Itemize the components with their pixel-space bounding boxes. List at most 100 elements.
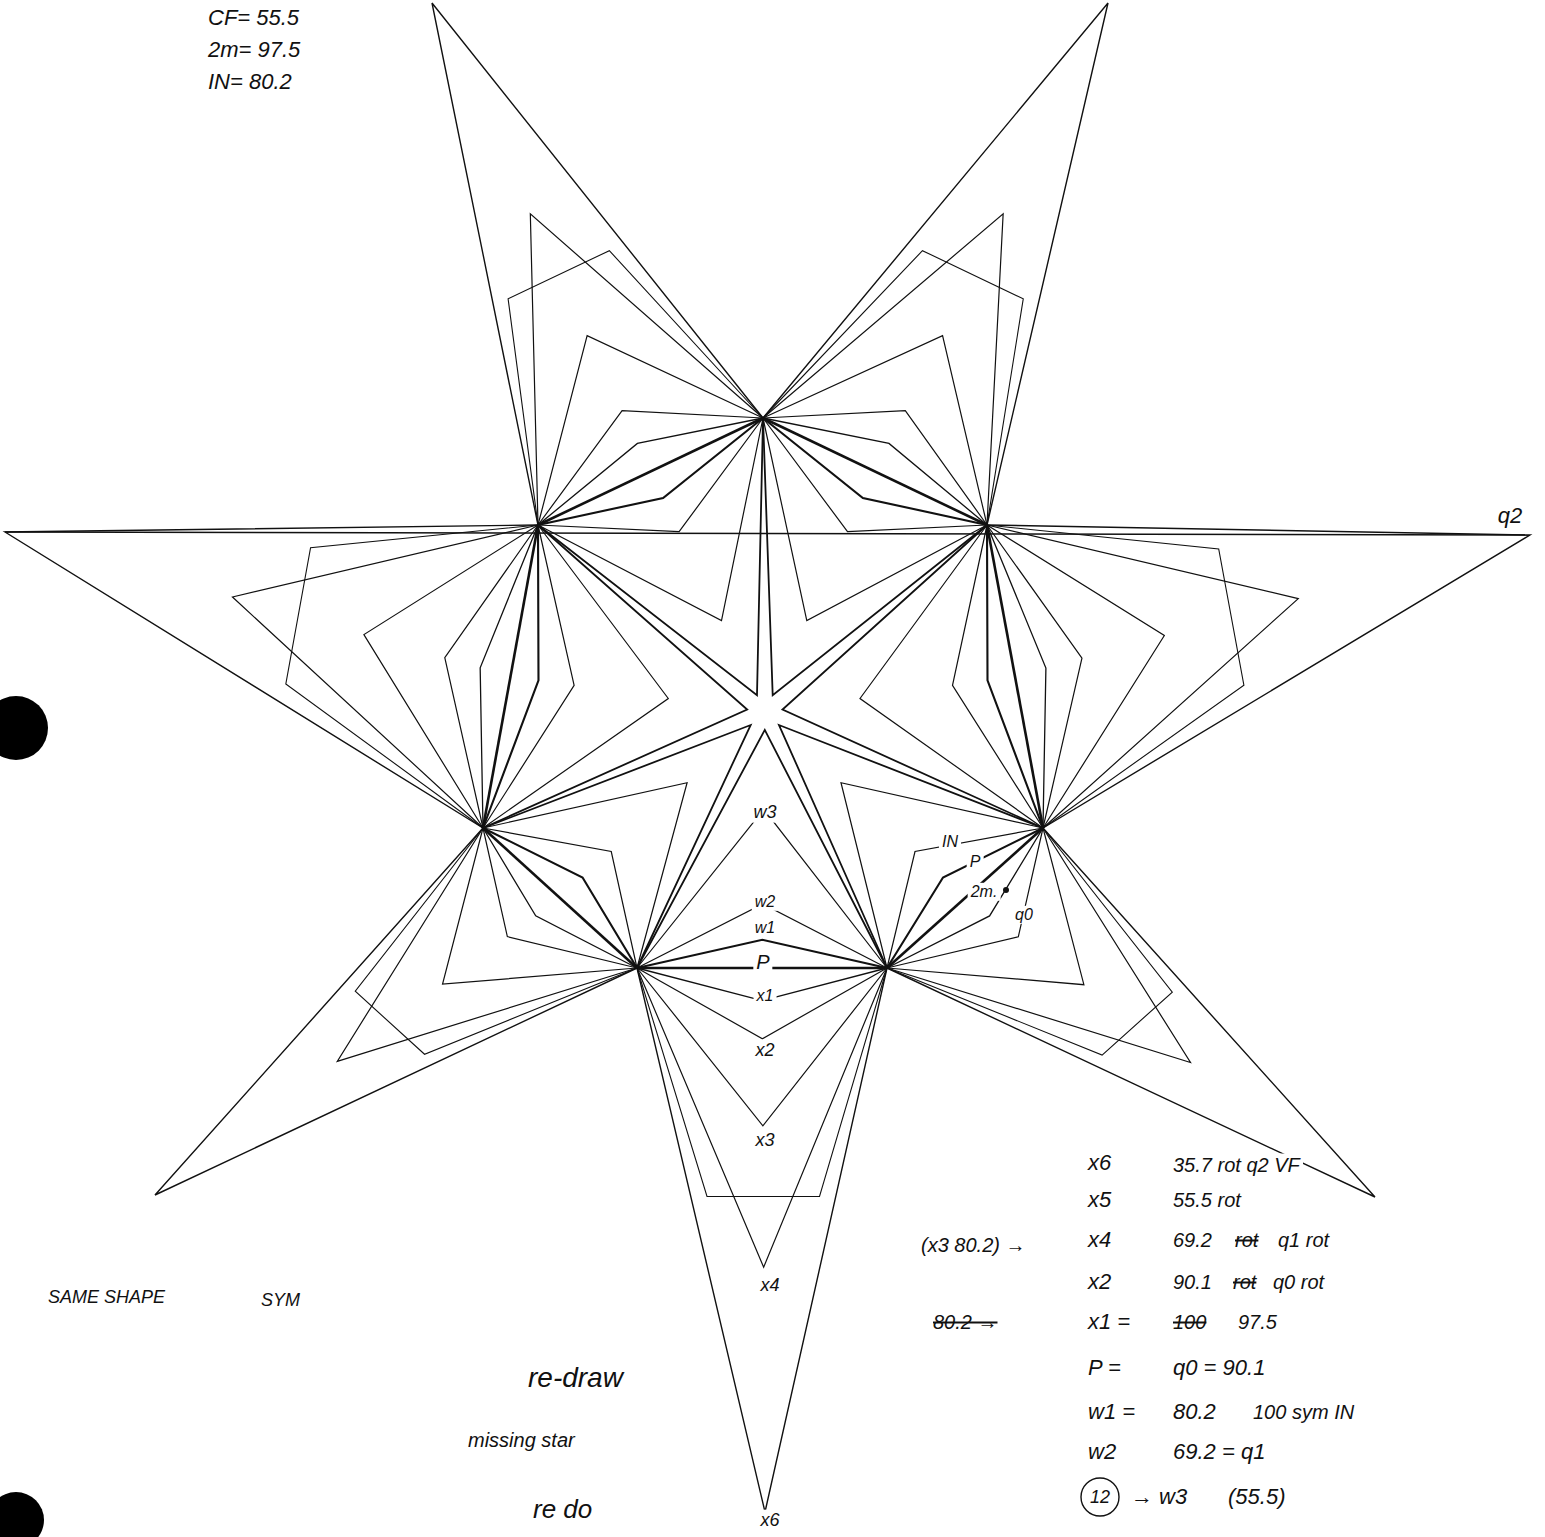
fold-chevron [887, 828, 1191, 1062]
handwritten-note: re-draw [525, 1362, 626, 1394]
heptagon-edge [483, 828, 637, 968]
fold-chevron [987, 525, 1298, 828]
heptagon-edge [763, 418, 987, 525]
handwritten-note: q0 = 90.1 [1170, 1355, 1268, 1380]
handwritten-note: x1 = [1085, 1309, 1133, 1334]
star-spike [987, 525, 1530, 828]
handwritten-note: x3 [752, 1130, 777, 1151]
fold-chevron [232, 525, 538, 828]
inner-chevron [538, 418, 763, 525]
handwritten-note: x2 [1085, 1269, 1114, 1294]
star-spike [637, 968, 887, 1512]
fold-chevron [637, 968, 887, 1267]
handwritten-note: rot [1230, 1271, 1259, 1294]
handwritten-note: 35.7 rot q2 VF [1170, 1154, 1303, 1177]
inner-chevron [779, 725, 1043, 968]
star-spike [155, 828, 637, 1195]
inner-chevron [538, 418, 763, 695]
handwritten-note: SAME SHAPE [45, 1287, 168, 1308]
fold-chevron [637, 968, 887, 1126]
inner-chevron [887, 828, 1043, 968]
fold-chevron [483, 828, 637, 968]
handwritten-note: missing star [465, 1429, 578, 1452]
heptagon-edge [887, 828, 1043, 968]
fold-trapezoid [987, 525, 1244, 828]
handwritten-note: w1 = [1085, 1399, 1138, 1424]
dot-mark [1003, 887, 1009, 893]
circle-mark [1081, 1478, 1119, 1516]
fold-trapezoid [887, 828, 1172, 1055]
handwritten-note: x4 [757, 1275, 782, 1296]
handwritten-note: q1 rot [1275, 1229, 1332, 1252]
inner-chevron [987, 525, 1043, 828]
handwritten-note: x5 [1085, 1187, 1114, 1212]
handwritten-note: 90.1 [1170, 1271, 1215, 1294]
handwritten-note: (55.5) [1225, 1484, 1288, 1509]
fold-chevron [763, 418, 987, 525]
inner-chevron [483, 525, 668, 828]
fold-chevron [763, 336, 987, 525]
star-spike [432, 3, 763, 525]
inner-chevron [763, 418, 987, 695]
handwritten-note: 80.2 → [930, 1311, 1000, 1334]
punch-hole [0, 696, 48, 760]
star-spike [5, 525, 538, 828]
handwritten-note: rot [1232, 1229, 1261, 1252]
handwritten-note: 55.5 rot [1170, 1189, 1244, 1212]
inner-chevron [483, 828, 637, 968]
handwritten-note: q2 [1495, 503, 1525, 528]
star-spike [763, 3, 1108, 525]
inner-chevron [483, 525, 574, 828]
fold-chevron [483, 828, 637, 968]
inner-chevron [637, 730, 887, 968]
handwritten-note: 100 [1170, 1311, 1209, 1334]
inner-chevron [483, 725, 751, 968]
inner-chevron [887, 828, 1043, 968]
fold-chevron [538, 336, 763, 525]
handwritten-note: q0 rot [1270, 1271, 1327, 1294]
heptagon-edge [987, 525, 1043, 828]
inner-chevron [483, 525, 538, 828]
fold-chevron [987, 525, 1046, 828]
handwritten-note: re do [530, 1495, 595, 1525]
handwritten-note: x2 [752, 1040, 777, 1061]
fold-chevron [538, 411, 763, 525]
handwritten-note: P = [1085, 1355, 1124, 1380]
handwritten-note: x1 [754, 987, 777, 1005]
fold-chevron [480, 525, 538, 828]
fold-chevron [887, 828, 1043, 968]
handwritten-note: → w3 [1128, 1484, 1190, 1509]
fold-chevron [443, 828, 637, 984]
handwritten-note: x6 [1085, 1150, 1114, 1175]
horizontal-line [5, 532, 1530, 535]
inner-chevron [763, 418, 987, 621]
handwritten-note: 12 [1087, 1487, 1113, 1508]
handwritten-note: 69.2 = q1 [1170, 1439, 1268, 1464]
inner-chevron [763, 418, 987, 525]
fold-chevron [987, 525, 1082, 828]
fold-trapezoid [637, 968, 887, 1196]
handwritten-note: (x3 80.2) → [918, 1234, 1028, 1257]
inner-chevron [483, 828, 637, 968]
inner-chevron [538, 418, 763, 621]
handwritten-note: w2 [752, 893, 778, 911]
inner-chevron [953, 525, 1044, 828]
handwritten-note: P [967, 853, 984, 871]
handwritten-note: w2 [1085, 1439, 1119, 1464]
heptagon-edge [483, 525, 538, 828]
inner-chevron [763, 418, 987, 532]
handwritten-note: 69.2 [1170, 1229, 1215, 1252]
punch-hole [0, 1492, 44, 1537]
fold-chevron [763, 411, 987, 525]
inner-chevron [783, 525, 1044, 828]
fold-trapezoid [355, 828, 637, 1054]
heptagon-edge [538, 418, 763, 525]
handwritten-note: w3 [750, 802, 779, 823]
fold-trapezoid [286, 525, 538, 828]
star-spike [887, 828, 1375, 1197]
fold-chevron [538, 418, 763, 525]
handwritten-note: 80.2 [1170, 1399, 1219, 1424]
handwritten-note: x6 [757, 1510, 782, 1531]
inner-chevron [841, 783, 1043, 968]
